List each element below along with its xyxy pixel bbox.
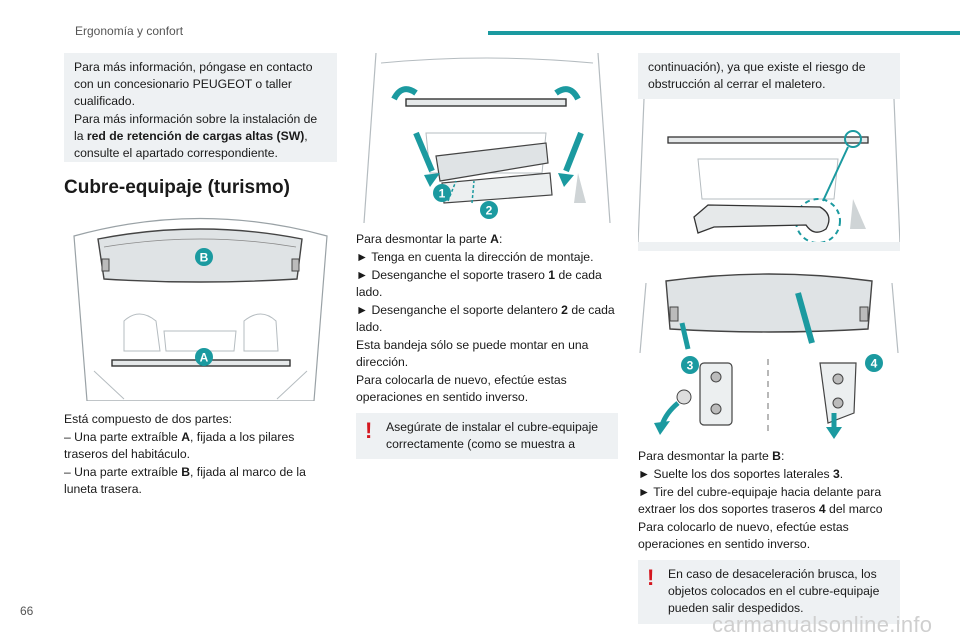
part-a-note-1: Esta bandeja sólo se puede montar en una… <box>356 338 589 369</box>
note-line-1: Para más información, póngase en contact… <box>74 60 313 108</box>
part-b-step-1: ► Suelte los dos soportes laterales 3. <box>638 467 844 481</box>
warning-continuation-text: continuación), ya que existe el riesgo d… <box>648 60 866 91</box>
intro-text: Está compuesto de dos partes: <box>64 412 233 426</box>
part-a-step-2: ► Desenganche el soporte trasero 1 de ca… <box>356 268 602 299</box>
column-2: 1 2 Para desmontar la parte A: ► Tenga e… <box>356 53 618 459</box>
figure-trunk-cover-parts: B A <box>64 211 337 401</box>
watermark: carmanualsonline.info <box>712 612 933 637</box>
figure-label-b: B <box>200 251 209 265</box>
item-b: – Una parte extraíble B, fijada al marco… <box>64 465 306 496</box>
deceleration-warning-box: ! En caso de desaceleración brusca, los … <box>638 560 900 624</box>
figure-label-4: 4 <box>871 357 878 371</box>
warning-icon: ! <box>365 418 373 443</box>
figure-label-1: 1 <box>439 187 446 201</box>
page-number: 66 <box>20 604 34 618</box>
part-b-step-2: ► Tire del cubre-equipaje hacia delante … <box>638 485 883 516</box>
figure-label-a: A <box>200 351 209 365</box>
page-header-title: Ergonomía y confort <box>75 24 184 38</box>
page-header-accent-bar <box>488 31 960 35</box>
part-a-step-3: ► Desenganche el soporte delantero 2 de … <box>356 303 615 334</box>
figure-label-3: 3 <box>687 359 694 373</box>
note-line-2: Para más información sobre la instalació… <box>74 112 318 160</box>
deceleration-warning-text: En caso de desaceleración brusca, los ob… <box>668 567 880 615</box>
column-1: Para más información, póngase en contact… <box>64 53 337 499</box>
part-a-note-2: Para colocarla de nuevo, efectúe estas o… <box>356 373 567 404</box>
part-b-heading: Para desmontar la parte B: <box>638 449 785 463</box>
info-note: Para más información, póngase en contact… <box>64 53 337 162</box>
warning-box: ! Asegúrate de instalar el cubre-equipaj… <box>356 413 618 459</box>
warning-icon: ! <box>647 565 655 590</box>
warning-text: Asegúrate de instalar el cubre-equipaje … <box>386 420 599 451</box>
item-a: – Una parte extraíble A, fijada a los pi… <box>64 430 295 461</box>
part-a-step-1: ► Tenga en cuenta la dirección de montaj… <box>356 250 594 264</box>
figure-label-2: 2 <box>486 204 493 218</box>
section-title: Cubre-equipaje (turismo) <box>64 177 290 198</box>
part-a-heading: Para desmontar la parte A: <box>356 232 503 246</box>
figure-obstruction-risk <box>638 99 900 251</box>
column-3: continuación), ya que existe el riesgo d… <box>638 53 900 624</box>
part-b-note: Para colocarlo de nuevo, efectúe estas o… <box>638 520 849 551</box>
figure-remove-part-a: 1 2 <box>356 53 618 223</box>
warning-continuation: continuación), ya que existe el riesgo d… <box>638 53 900 99</box>
figure-remove-part-b: 3 4 <box>638 263 900 439</box>
